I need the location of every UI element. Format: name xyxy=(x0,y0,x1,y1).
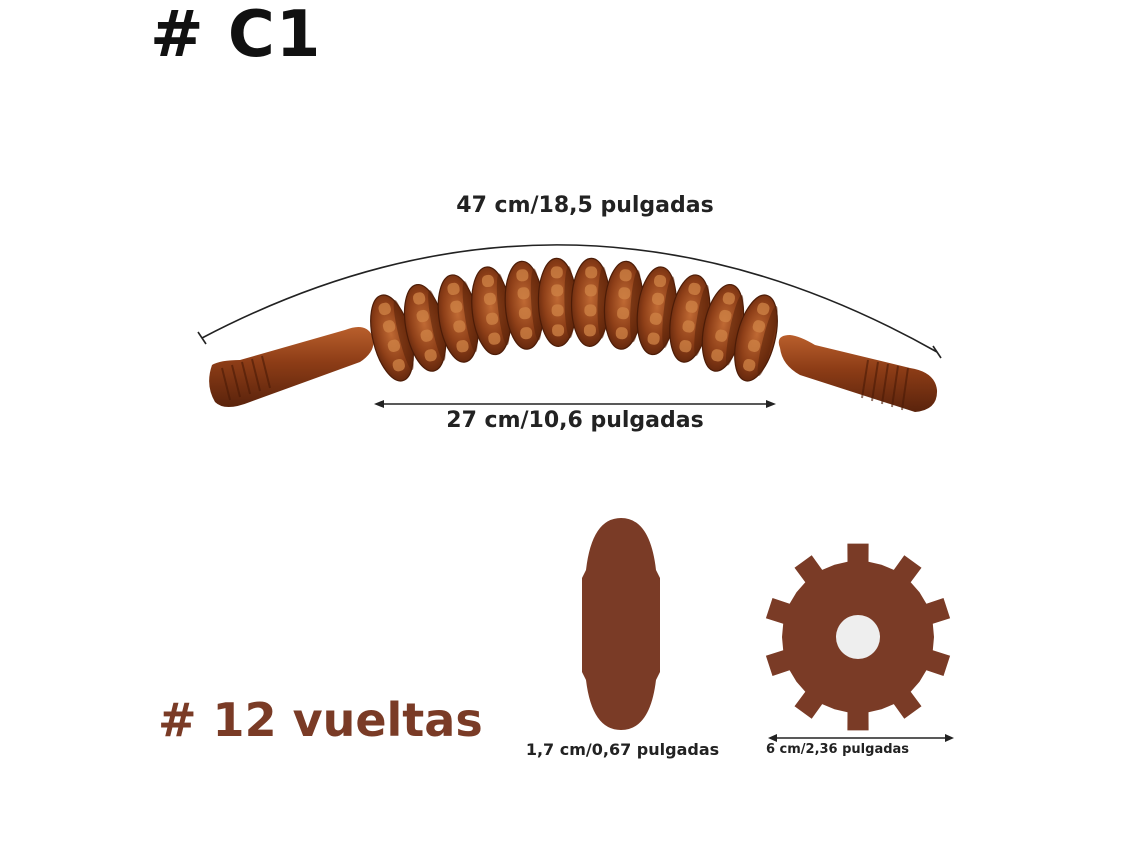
roller-section-measure xyxy=(374,400,776,408)
wheel-diameter-label: 6 cm/2,36 pulgadas xyxy=(765,742,910,757)
total-length-measure xyxy=(197,244,942,359)
turns-count-label: # 12 vueltas xyxy=(158,693,483,747)
roller-10 xyxy=(669,274,711,363)
roller-1 xyxy=(370,294,414,382)
gear-center-hole xyxy=(836,615,880,659)
left-handle xyxy=(209,326,374,407)
wheel-side-profile xyxy=(582,518,660,730)
roller-3 xyxy=(437,274,479,363)
wheel-diameter-measure xyxy=(768,734,954,742)
roller-11 xyxy=(701,283,745,372)
roller-2 xyxy=(403,283,447,372)
roller-4 xyxy=(471,266,512,356)
roller-6 xyxy=(537,257,578,347)
total-length-label: 47 cm/18,5 pulgadas xyxy=(456,193,714,218)
roller-segments xyxy=(370,257,778,382)
wheel-thickness-label: 1,7 cm/0,67 pulgadas xyxy=(525,740,720,759)
model-code-title: # C1 xyxy=(150,0,322,72)
right-handle xyxy=(778,335,938,412)
roller-9 xyxy=(636,266,677,356)
roller-section-label: 27 cm/10,6 pulgadas xyxy=(446,408,704,433)
wheel-front-gear xyxy=(765,543,951,731)
roller-12 xyxy=(734,294,778,382)
